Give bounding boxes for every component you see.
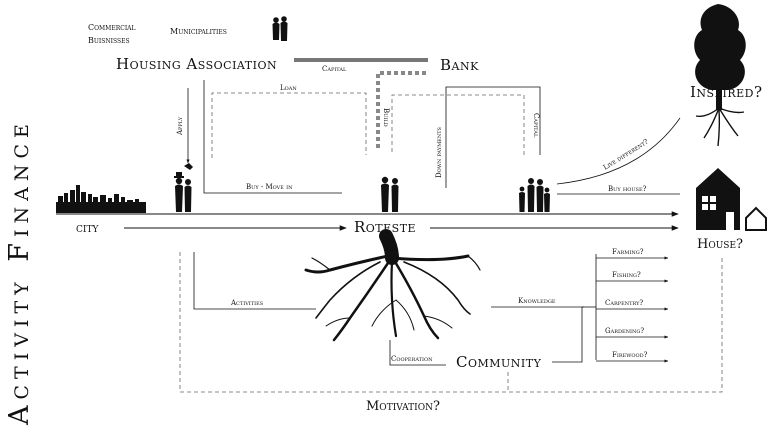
buy-house-label: Buy house?	[608, 185, 647, 193]
activities-label: Activities	[230, 299, 264, 307]
buy-move-in-line	[203, 80, 342, 194]
motivation-label: Motivation?	[366, 399, 440, 414]
activity-fishing: Fishing?	[612, 271, 641, 279]
commercial-label-1: Commercial	[88, 23, 136, 32]
cooperation-line	[389, 340, 446, 366]
buy-move-in-label: Buy - Move in	[246, 183, 293, 191]
loan-label: Loan	[280, 84, 297, 92]
tree-icon	[694, 4, 746, 147]
housing-association-label: Housing Association	[116, 55, 277, 73]
roots-icon	[304, 229, 481, 342]
build-path	[376, 71, 426, 150]
inspired-label: Inspired?	[690, 83, 763, 101]
bank-return-line	[391, 94, 525, 155]
apply-label: Apply	[176, 116, 184, 136]
cooperation-label: Cooperation	[391, 355, 433, 363]
loan-line	[211, 92, 367, 158]
city-label: city	[76, 221, 99, 236]
side-title: Activity Finance	[4, 118, 35, 426]
activity-gardening: Gardening?	[605, 327, 644, 335]
community-label: Community	[456, 353, 542, 371]
capital-top-label: Capital	[322, 65, 347, 73]
municipalities-label: Municipalities	[170, 27, 227, 36]
build-label: Build	[382, 108, 390, 127]
key-icon	[184, 163, 193, 170]
activities-line	[193, 252, 316, 310]
family-icon	[519, 178, 550, 212]
capital-right-label: Capital	[532, 113, 540, 138]
down-payments-label: Down payments	[435, 126, 443, 178]
couple-icon	[272, 16, 288, 41]
activity-carpentry: Carpentry?	[605, 299, 643, 307]
down-payments-line	[445, 86, 541, 188]
couple-city-icon	[174, 172, 192, 212]
activities-branches	[596, 256, 669, 363]
couple-roteste-icon	[381, 176, 399, 212]
roteste-label: Roteste	[354, 218, 416, 236]
community-link-line	[552, 307, 583, 363]
house-label: House?	[697, 237, 743, 252]
house-icon	[696, 168, 767, 231]
activity-firewood: Firewood?	[612, 351, 648, 359]
bank-label: Bank	[440, 56, 479, 74]
knowledge-label: Knowledge	[518, 297, 556, 305]
live-different-line	[556, 117, 681, 185]
motivation-loop	[179, 252, 723, 393]
activity-farming: Farming?	[612, 248, 644, 256]
commercial-label-2: Buisnisses	[88, 36, 130, 45]
city-skyline-icon	[56, 185, 146, 213]
